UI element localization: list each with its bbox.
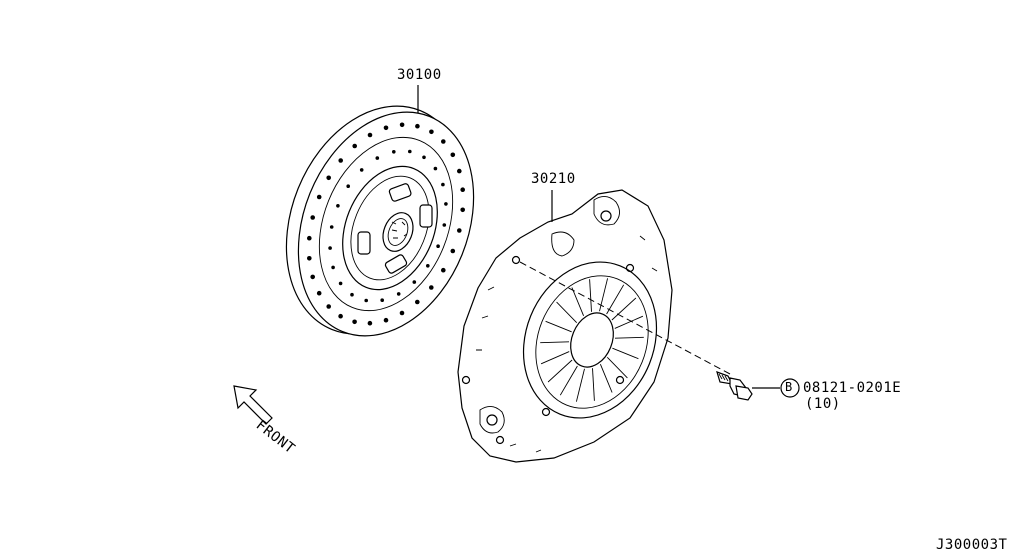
rivet-dot [415,123,420,129]
rivet-dot [442,223,447,227]
rivet-dot [457,228,462,233]
spring-finger [606,284,625,315]
spring-finger [606,356,628,379]
spring-finger [547,359,573,383]
rivet-dot [399,310,405,316]
rivet-dot [460,207,466,213]
rivet-dot [307,235,312,241]
spring-finger [556,301,578,324]
rivet-dot [336,204,340,208]
spring-finger [571,287,585,316]
rivet-dot [422,155,426,160]
disc-rivets-inner [328,149,448,303]
bolt-part-number: 08121-0201E [803,380,902,396]
disc-rivets-outer [307,122,466,326]
rivet-dot [426,264,430,268]
rivet-dot [310,274,316,280]
rivet-dot [450,152,456,158]
rivet-dot [359,168,364,172]
rivet-dot [441,139,446,144]
spring-finger [599,278,609,312]
clutch-disc [285,105,475,337]
rivet-dot [310,215,316,220]
bolt [716,371,753,401]
front-direction-arrow-icon [233,385,273,425]
bolt-quantity: (10) [805,396,841,412]
spring-finger [540,351,570,365]
rivet-dot [338,313,343,319]
rivet-dot [450,248,456,254]
spring-finger [611,297,637,321]
rivet-dot [346,184,351,188]
rivet-dot [307,255,312,261]
clutch-cover-part-number: 30210 [531,171,576,187]
rivet-dot [444,202,448,206]
rivet-dot [316,194,322,200]
rivet-dot [399,122,405,128]
rivet-dot [350,292,354,297]
rivet-dot [460,187,466,192]
rivet-dot [367,132,373,138]
rivet-dot [364,298,369,303]
diagram-id: J300003T [936,537,1008,553]
rivet-dot [415,299,420,305]
rivet-dot [328,246,332,250]
clutch-disc-part-number: 30100 [397,67,442,83]
bolt-symbol: B [785,380,793,394]
rivet-dot [396,292,401,296]
spring-finger [589,279,592,312]
rivet-dot [352,143,358,149]
rivet-dot [412,280,417,284]
rivet-dot [380,298,385,303]
spring-finger [545,320,572,333]
spring-finger [575,368,585,402]
rivet-dot [383,125,389,131]
clutch-cover [457,189,673,463]
spring-finger [592,368,595,401]
rivet-dot [383,317,389,323]
rivet-dot [441,267,446,273]
rivet-dot [326,175,332,181]
rivet-dot [375,156,380,160]
rivet-dot [367,320,373,326]
spring-finger [612,347,639,360]
rivet-dot [436,244,440,248]
rivet-dot [338,281,343,286]
spring-finger [614,336,644,339]
rivet-dot [329,225,334,229]
rivet-dot [408,149,412,154]
bolt-symbol-circle [780,378,800,398]
spring-finger [540,341,570,344]
rivet-dot [316,290,322,296]
spring-finger [614,315,644,329]
spring-finger [559,365,578,396]
diaphragm-spring-fingers [540,278,644,402]
bolt-alignment-line [519,261,731,375]
rivet-dot [429,285,434,290]
rivet-dot [352,319,357,325]
rivet-dot [457,168,462,174]
rivet-dot [441,182,445,187]
rivet-dot [326,304,332,309]
rivet-dot [433,166,438,171]
rivet-dot [338,158,344,163]
rivet-dot [429,129,434,135]
rivet-dot [392,150,396,154]
rivet-dot [331,265,335,270]
spring-finger [599,364,613,393]
